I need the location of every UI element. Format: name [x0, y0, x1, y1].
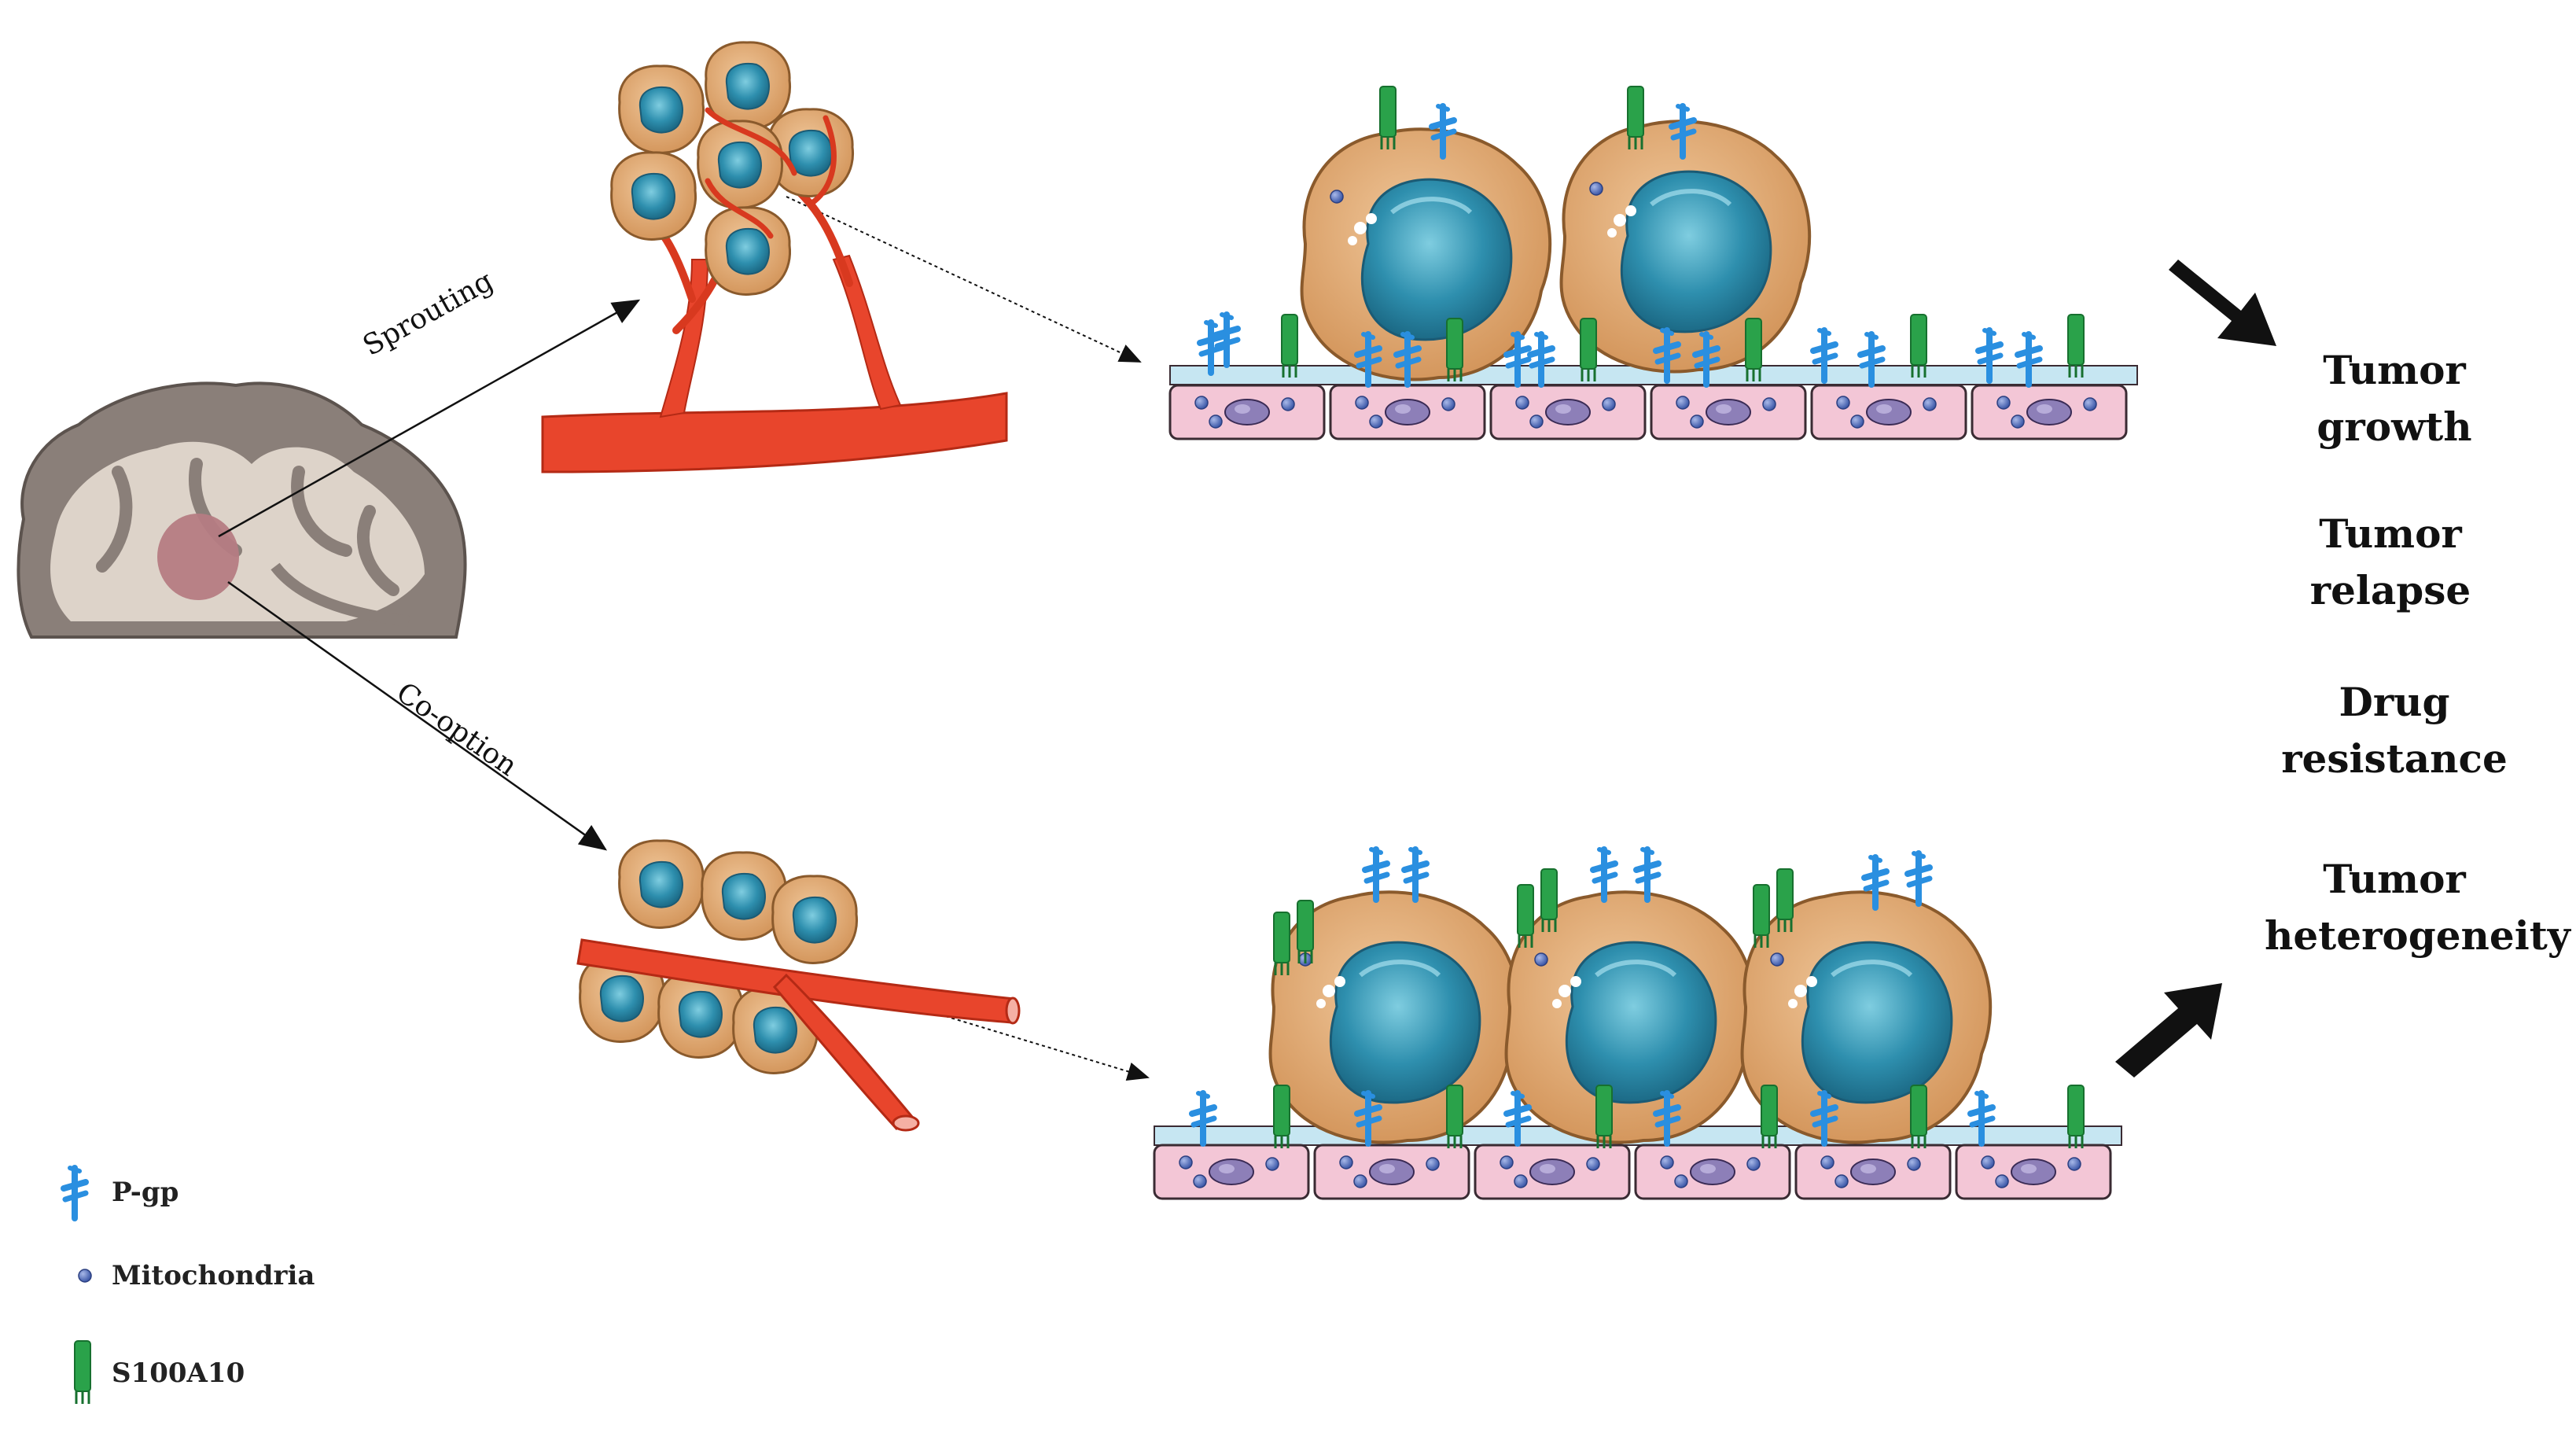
- legend-s100a10-icon: [73, 1339, 92, 1405]
- sprouting-capillaries: [705, 107, 837, 239]
- legend-pgp-label: P-gp: [112, 1177, 179, 1208]
- tumor-cluster-sprouting: [610, 41, 855, 296]
- tumor-cells-top: [1302, 121, 1810, 379]
- arrow-icon-up: [2115, 983, 2222, 1078]
- blood-vessel-cooption: [576, 938, 1021, 1132]
- legend-mitochondria-icon: [78, 1269, 92, 1283]
- arrow-icon-down: [2169, 260, 2276, 346]
- route-arrows: [218, 196, 1150, 1081]
- legend-pgp-icon: [64, 1168, 86, 1218]
- brain-icon: [17, 381, 467, 639]
- legend-s100a10-label: S100A10: [112, 1357, 245, 1389]
- legend-mitochondria-label: Mitochondria: [112, 1260, 315, 1291]
